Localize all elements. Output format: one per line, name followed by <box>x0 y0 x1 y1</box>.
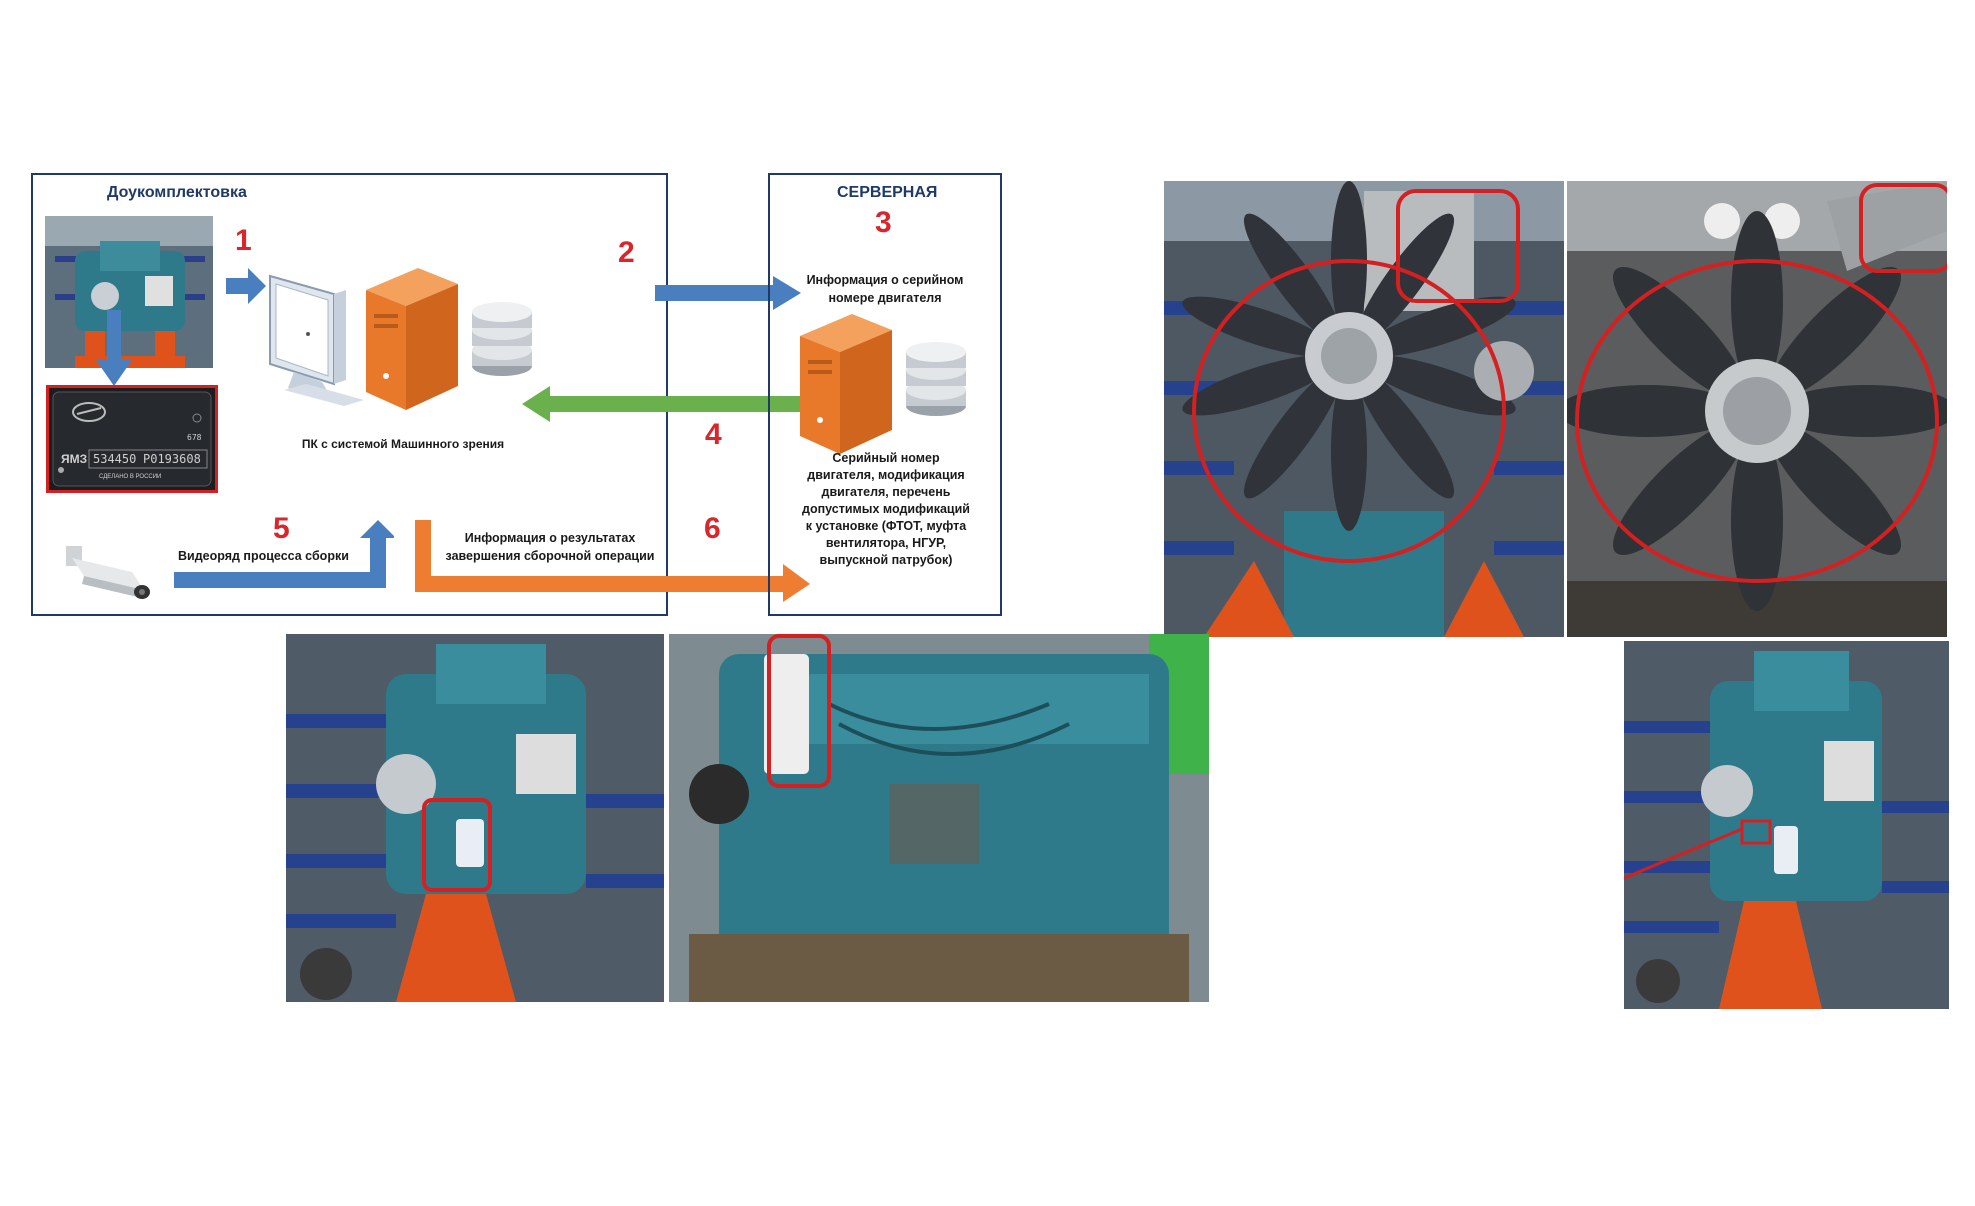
engine-side-detail-photo <box>1624 641 1949 1009</box>
pc-server-icon <box>366 268 458 410</box>
response-line: двигателя, модификация <box>807 468 965 482</box>
plate-serial-right: P0193608 <box>143 452 201 466</box>
response-line: выпускной патрубок) <box>819 553 953 567</box>
server-room-panel <box>768 173 1002 616</box>
monitor-icon <box>269 274 364 406</box>
pc-database-icon <box>472 302 532 376</box>
pc-label: ПК с системой Машинного зрения <box>301 437 505 451</box>
step-1-number: 1 <box>235 224 252 257</box>
brand-logo-icon <box>72 402 106 422</box>
plate-brand: ЯМЗ <box>61 452 88 466</box>
response-line: Серийный номер <box>832 451 940 465</box>
step-5-number: 5 <box>273 512 290 545</box>
step-4-number: 4 <box>705 418 722 451</box>
result-label-line2: завершения сборочной операции <box>445 549 655 563</box>
plate-code: 678 <box>187 433 202 442</box>
arrow-5-video <box>174 520 394 588</box>
engine-front-fan-photo <box>1164 181 1564 637</box>
engine-side-filter-photo <box>286 634 664 1002</box>
video-label: Видеоряд процесса сборки <box>178 549 349 563</box>
request-label-line1: Информация о серийном <box>806 273 964 287</box>
arrow-4-response <box>522 386 804 422</box>
camera-icon <box>66 546 150 599</box>
server-room-title: СЕРВЕРНАЯ <box>837 184 938 201</box>
server-tower-icon <box>800 314 892 454</box>
request-label-line2: номере двигателя <box>828 291 942 305</box>
arrow-2-request <box>655 276 801 310</box>
assembly-station-title: Доукомплектовка <box>107 184 247 201</box>
arrow-6-result <box>415 520 810 602</box>
plate-serial-left: 534450 <box>93 452 137 466</box>
engine-thumbnail-photo <box>45 216 213 368</box>
engine-fan-closeup-photo <box>1567 181 1947 637</box>
engine-nameplate-photo: ЯМЗ 534450 P0193608 678 СДЕЛАНО В РОССИИ <box>46 385 218 493</box>
server-database-icon <box>906 342 966 416</box>
plate-made-in: СДЕЛАНО В РОССИИ <box>99 474 162 480</box>
response-line: вентилятора, НГУР, <box>825 536 947 550</box>
response-line: к установке (ФТОТ, муфта <box>805 519 967 533</box>
server-response-text: Серийный номер двигателя, модификация дв… <box>786 450 986 569</box>
response-line: допустимых модификаций <box>802 502 970 516</box>
step-6-number: 6 <box>704 512 721 545</box>
step-3-number: 3 <box>875 206 892 239</box>
engine-injection-side-photo <box>669 634 1209 1002</box>
arrow-1-to-pc <box>226 268 266 304</box>
step-2-number: 2 <box>618 236 635 269</box>
response-line: двигателя, перечень <box>821 485 951 499</box>
result-label-line1: Информация о результатах <box>464 531 636 545</box>
down-arrow-to-plate <box>96 310 132 386</box>
